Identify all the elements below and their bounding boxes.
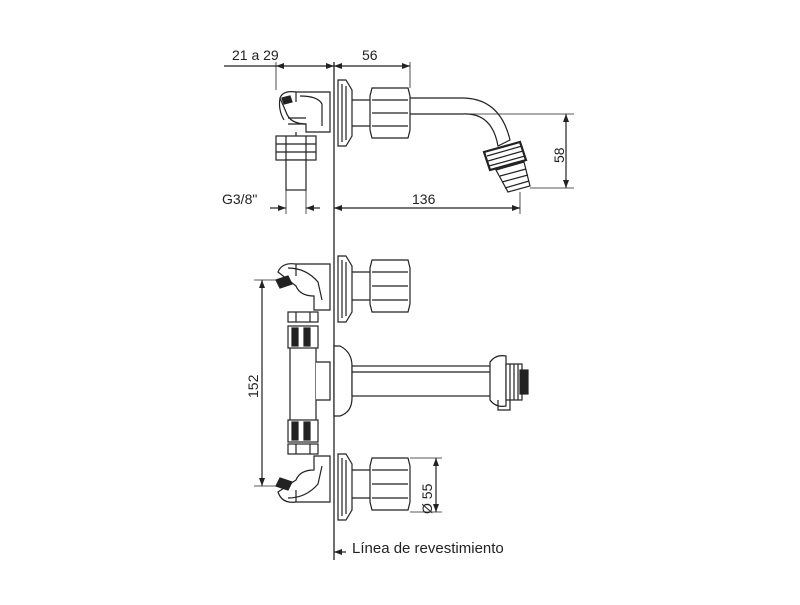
front-upper-escutcheon bbox=[337, 255, 353, 323]
front-mixer-body bbox=[333, 345, 353, 417]
dim-thread-text: G3/8" bbox=[222, 191, 257, 207]
side-spout-pipe bbox=[410, 97, 511, 147]
front-left-column bbox=[275, 263, 331, 503]
dim-top-width: 21 a 29 bbox=[224, 47, 334, 90]
front-aerator bbox=[489, 355, 529, 411]
dim-handle-diameter-text: Ø 55 bbox=[419, 483, 435, 514]
side-connector-nut bbox=[275, 135, 317, 161]
dim-top-offset: 56 bbox=[334, 47, 411, 88]
dim-center-distance-text: 152 bbox=[245, 374, 261, 398]
side-view bbox=[275, 79, 531, 193]
side-elbow bbox=[278, 91, 331, 133]
dim-spout-height: 58 bbox=[450, 113, 574, 189]
side-aerator bbox=[482, 140, 531, 193]
dim-reach-text: 136 bbox=[412, 191, 436, 207]
dim-top-offset-text: 56 bbox=[362, 47, 378, 63]
finish-line-label: Línea de revestimiento bbox=[352, 540, 504, 557]
front-view bbox=[275, 255, 529, 521]
side-escutcheon bbox=[337, 79, 353, 147]
front-spout-pipe bbox=[351, 365, 497, 397]
dim-center-distance: 152 bbox=[245, 279, 290, 487]
dim-handle-diameter: Ø 55 bbox=[410, 457, 442, 514]
dim-spout-height-text: 58 bbox=[551, 147, 567, 163]
dim-thread-reach: G3/8" 136 bbox=[222, 190, 521, 214]
front-lower-escutcheon bbox=[337, 453, 353, 521]
side-supply-pipe bbox=[285, 159, 307, 191]
finish-line-callout: Línea de revestimiento bbox=[334, 540, 504, 557]
dim-top-width-text: 21 a 29 bbox=[232, 47, 279, 63]
